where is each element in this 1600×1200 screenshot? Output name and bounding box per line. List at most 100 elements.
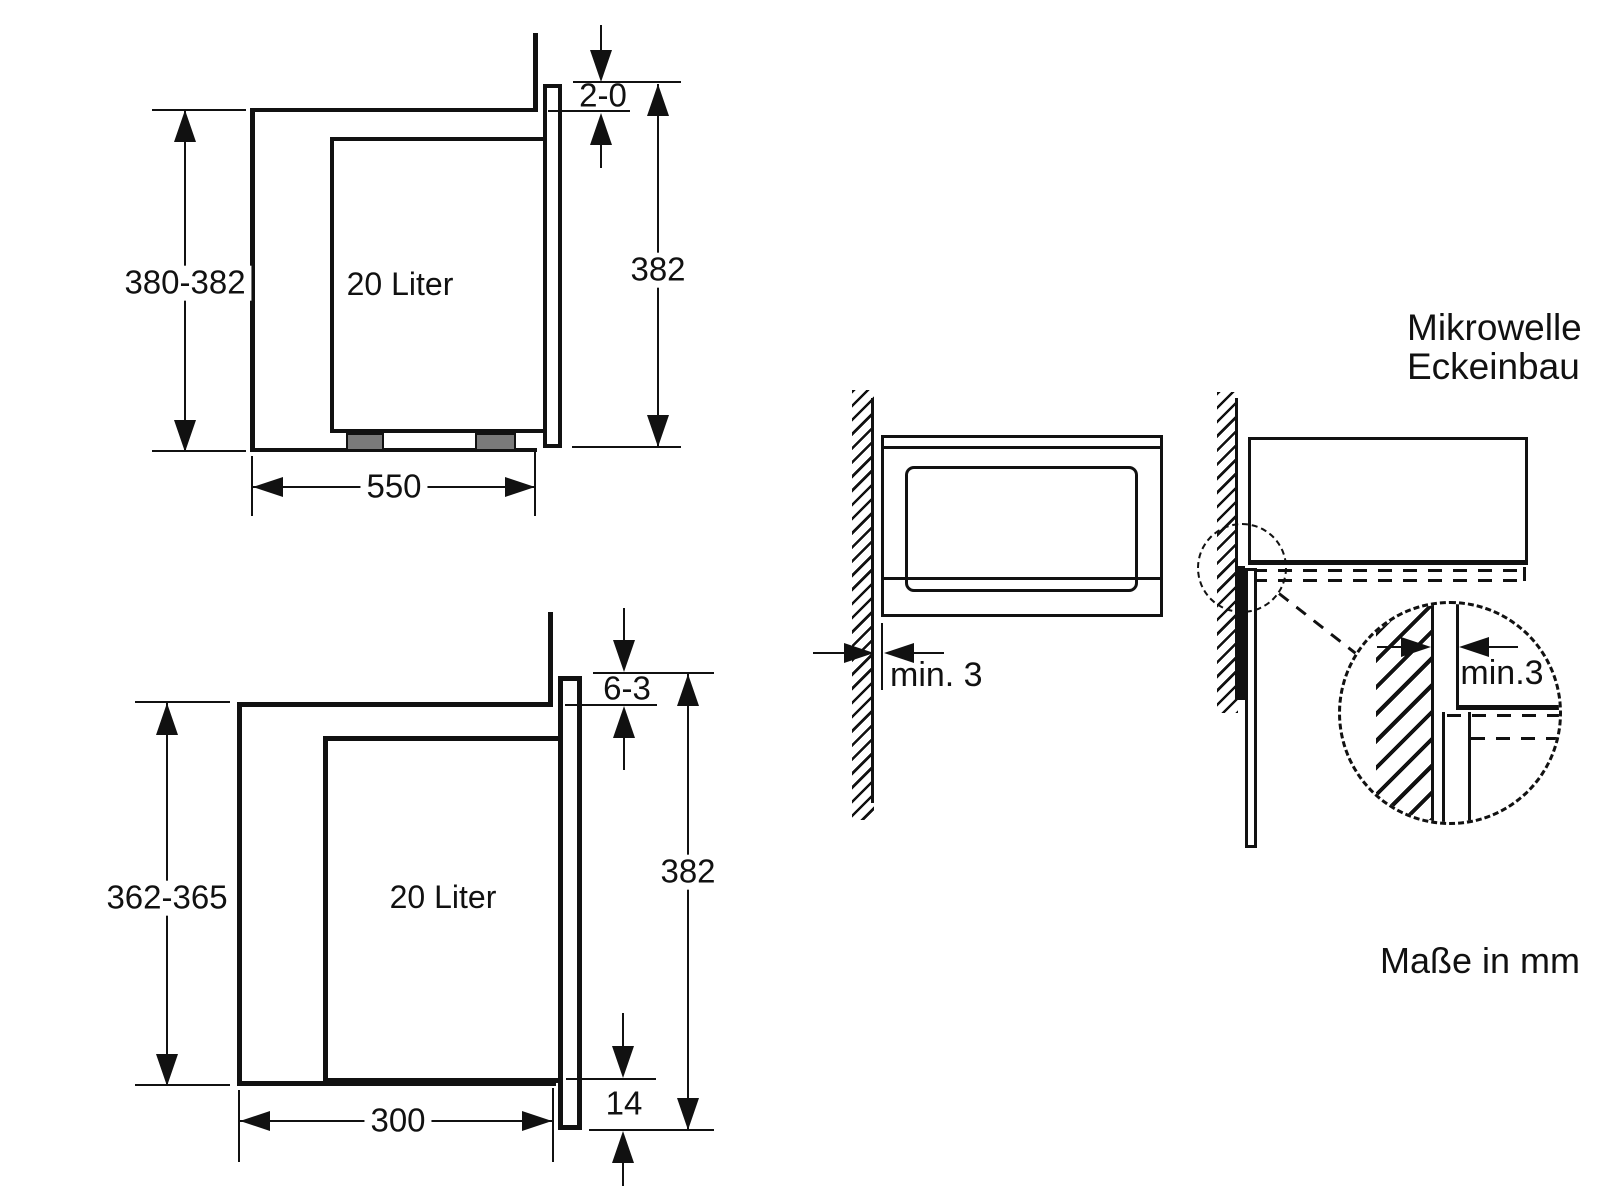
corner-detail-circle bbox=[1338, 601, 1562, 825]
niche550-front-height-label: 382 bbox=[624, 252, 692, 288]
niche550-topgap-ext-upper bbox=[573, 81, 681, 83]
niche300-height-label: 362-365 bbox=[100, 880, 234, 916]
niche550-height-ext-top bbox=[152, 109, 246, 111]
niche550-height-arrow-bottom bbox=[174, 420, 196, 452]
detail-cabinet-front-line bbox=[1458, 705, 1559, 710]
niche300-overhang-arrow-down bbox=[612, 1046, 634, 1078]
frontview-clearance-ext-line bbox=[881, 623, 883, 690]
corner-title-line2: Eckeinbau bbox=[1407, 346, 1580, 387]
niche550-topgap-label: 2-0 bbox=[579, 76, 627, 114]
niche300-width-ext-left bbox=[238, 1090, 240, 1162]
niche550-front-arrow-top bbox=[647, 84, 669, 116]
detail-clearance-arrow-tail-right bbox=[1489, 646, 1518, 648]
niche550-width-arrow-right bbox=[505, 477, 535, 497]
niche550-width-label: 550 bbox=[360, 469, 428, 505]
niche550-topgap-arrow-tail-bottom bbox=[600, 145, 602, 168]
frontview-oven-bottom-trim bbox=[884, 577, 1160, 580]
frontview-clearance-arrow-left bbox=[884, 643, 914, 663]
detail-door-dash-lower bbox=[1471, 737, 1559, 740]
detail-door-dash-upper bbox=[1447, 714, 1559, 717]
frontview-oven-outline bbox=[881, 435, 1163, 617]
detail-clearance-arrow-right bbox=[1401, 637, 1431, 657]
niche550-volume-label: 20 Liter bbox=[346, 266, 454, 303]
niche550-left-wall bbox=[250, 108, 255, 452]
niche550-front-ext-bottom bbox=[572, 446, 681, 448]
detail-clearance-arrow-tail-left bbox=[1377, 646, 1407, 648]
niche300-front-arrow-bottom bbox=[677, 1098, 699, 1130]
niche300-width-label: 300 bbox=[364, 1103, 432, 1139]
niche550-bottom-line bbox=[250, 448, 537, 452]
niche300-topgap-arrow-up bbox=[613, 706, 635, 738]
niche300-height-arrow-top bbox=[156, 703, 178, 735]
corner-title-line1: Mikrowelle bbox=[1407, 307, 1582, 348]
niche550-top-line bbox=[250, 108, 538, 112]
niche300-height-ext-bottom bbox=[135, 1084, 230, 1086]
niche300-topgap-arrow-tail-top bbox=[623, 608, 625, 640]
niche550-topgap-arrow-up bbox=[590, 113, 612, 145]
niche550-oven-body bbox=[330, 137, 543, 433]
niche550-height-ext-bottom bbox=[152, 450, 246, 452]
corner-door-dash-lower bbox=[1253, 579, 1521, 582]
corner-mount-bar bbox=[1238, 566, 1245, 700]
niche300-topgap-label: 6-3 bbox=[603, 669, 651, 707]
frontview-wall-line bbox=[871, 398, 874, 803]
niche550-oven-foot-left bbox=[346, 433, 384, 451]
niche300-width-arrow-left bbox=[240, 1111, 270, 1131]
niche300-height-arrow-bottom bbox=[156, 1054, 178, 1086]
detail-cabinet-side-line bbox=[1456, 604, 1459, 710]
niche300-front-ext-bottom bbox=[589, 1129, 714, 1131]
detail-clearance-arrow-left bbox=[1459, 637, 1489, 657]
corner-door-dash-end bbox=[1523, 567, 1526, 581]
frontview-oven-door-glass bbox=[905, 466, 1138, 592]
frontview-clearance-arrow-tail-right bbox=[914, 652, 944, 654]
niche300-topgap-ext-upper bbox=[593, 672, 714, 674]
units-note: Maße in mm bbox=[1380, 940, 1581, 981]
frontview-clearance-label: min. 3 bbox=[890, 656, 983, 694]
corner-oven-body bbox=[1248, 437, 1528, 565]
niche300-overhang-arrow-up bbox=[612, 1131, 634, 1163]
frontview-wall-hatch bbox=[852, 390, 874, 820]
niche300-overhang-arrow-tail-bottom bbox=[622, 1163, 624, 1186]
niche550-front-arrow-bottom bbox=[647, 415, 669, 447]
niche300-wall-above bbox=[548, 612, 553, 706]
niche550-topgap-arrow-tail-top bbox=[600, 25, 602, 52]
niche550-width-ext-left bbox=[251, 456, 253, 516]
niche300-front-panel bbox=[558, 676, 582, 1130]
niche550-height-label: 380-382 bbox=[118, 265, 252, 301]
niche300-top-line bbox=[237, 702, 553, 707]
niche300-front-arrow-top bbox=[677, 674, 699, 706]
niche550-height-arrow-top bbox=[174, 110, 196, 142]
niche300-topgap-arrow-down bbox=[613, 640, 635, 672]
niche550-front-panel bbox=[543, 84, 562, 448]
niche300-overhang-arrow-tail-top bbox=[622, 1013, 624, 1046]
frontview-clearance-arrow-tail-left bbox=[813, 652, 845, 654]
niche300-left-wall bbox=[237, 702, 242, 1086]
corner-door-dash-upper bbox=[1253, 569, 1526, 572]
niche300-volume-label: 20 Liter bbox=[389, 879, 497, 916]
niche300-front-dim-line bbox=[687, 674, 689, 1130]
niche300-overhang-label: 14 bbox=[605, 1084, 643, 1122]
niche300-overhang-ext-upper bbox=[566, 1078, 656, 1080]
niche550-width-arrow-left bbox=[253, 477, 283, 497]
detail-door-edge-left bbox=[1442, 712, 1445, 822]
niche550-width-ext-right bbox=[534, 450, 536, 516]
frontview-clearance-arrow-right bbox=[844, 643, 874, 663]
niche550-topgap-ext-lower bbox=[548, 110, 630, 112]
niche300-height-ext-top bbox=[135, 701, 230, 703]
frontview-oven-top-trim bbox=[884, 446, 1160, 449]
detail-clearance-label: min.3 bbox=[1460, 654, 1544, 693]
detail-wall-line bbox=[1431, 604, 1434, 822]
niche300-width-ext-right bbox=[552, 1088, 554, 1162]
corner-detail-locator-circle bbox=[1197, 523, 1287, 613]
niche300-topgap-arrow-tail-bottom bbox=[623, 738, 625, 770]
niche300-width-arrow-right bbox=[522, 1111, 552, 1131]
niche550-oven-foot-right bbox=[475, 433, 516, 451]
corner-detail-leader-line bbox=[1278, 592, 1357, 655]
niche300-front-height-label: 382 bbox=[654, 854, 722, 890]
niche300-bottom-line bbox=[237, 1081, 556, 1086]
niche550-wall-above bbox=[533, 33, 538, 110]
niche550-topgap-arrow-down bbox=[590, 50, 612, 82]
niche300-oven-body bbox=[323, 736, 558, 1083]
corner-detail-content: min.3 bbox=[1341, 604, 1559, 822]
